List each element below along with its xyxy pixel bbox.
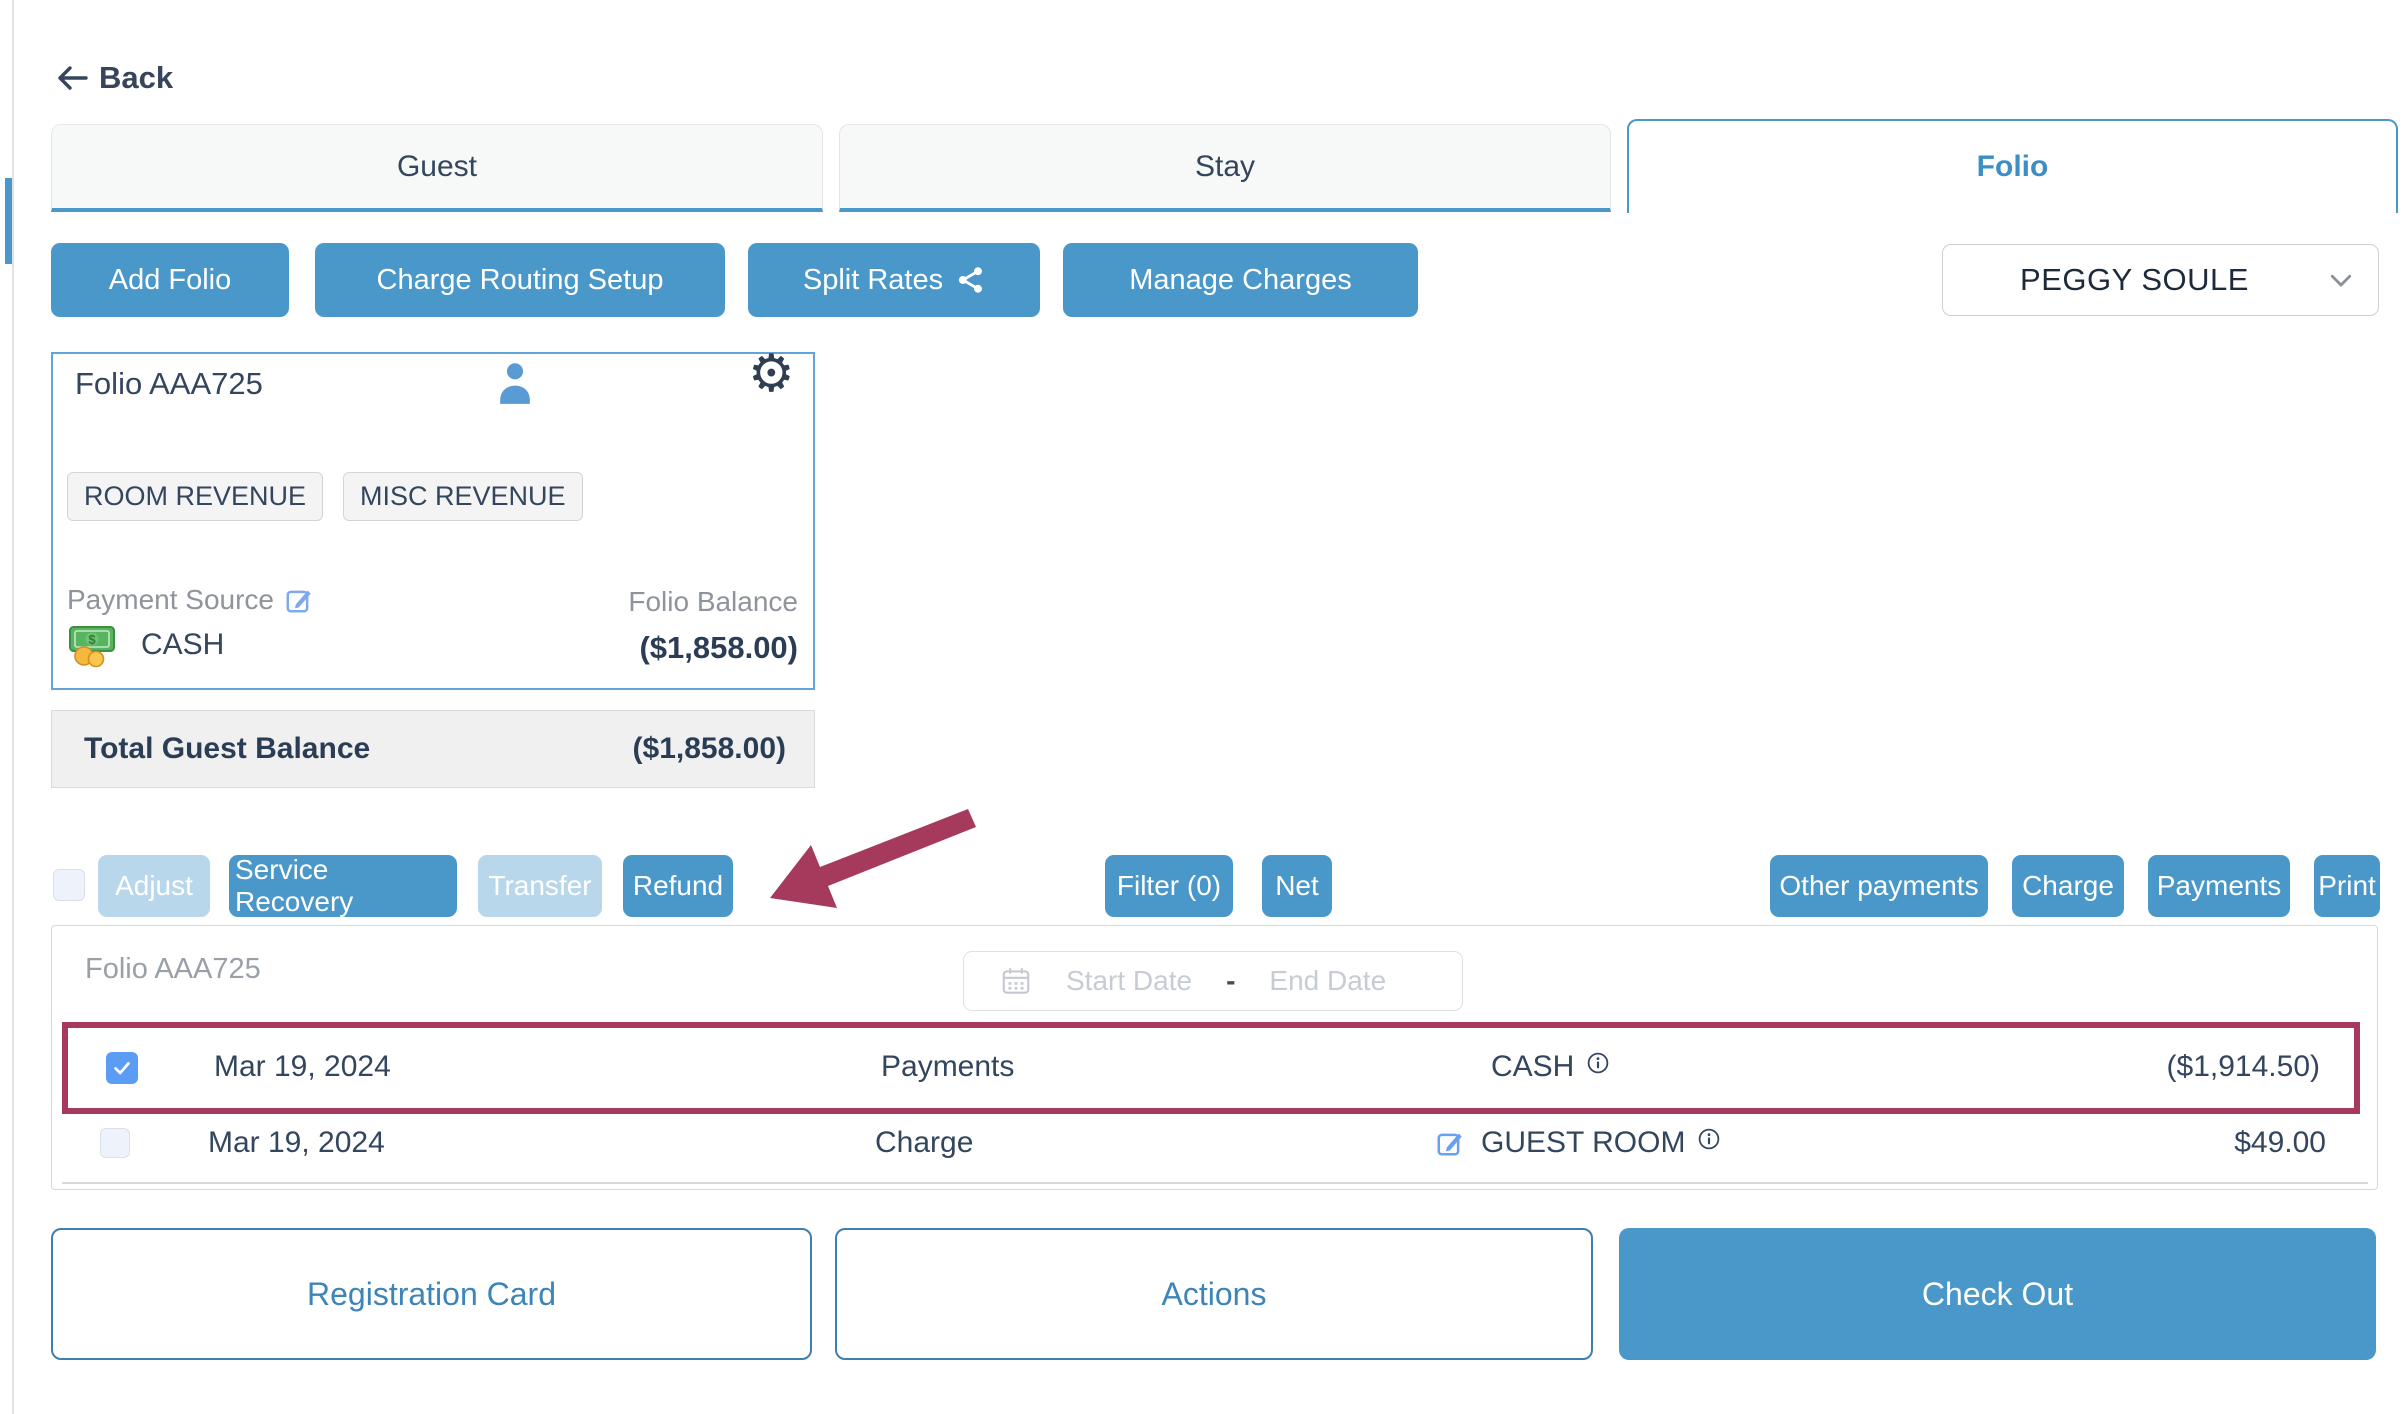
service-recovery-label: Service Recovery	[235, 854, 354, 917]
transfer-label: Transfer	[488, 870, 592, 901]
refund-label: Refund	[632, 870, 724, 901]
tab-stay-label: Stay	[1194, 149, 1256, 183]
date-range-input[interactable]: Start Date - End Date	[963, 951, 1463, 1011]
total-guest-balance-label: Total Guest Balance	[84, 732, 371, 765]
chevron-down-icon	[2326, 265, 2356, 295]
charge-routing-label: Charge Routing Setup	[376, 263, 664, 296]
payments-label: Payments	[2156, 870, 2282, 901]
ledger-row-charge[interactable]: Mar 19, 2024 Charge GUEST ROOM $49.00	[62, 1114, 2360, 1180]
edit-icon[interactable]	[1435, 1128, 1465, 1158]
date-range-separator: -	[1226, 965, 1236, 996]
svg-text:$: $	[88, 632, 96, 647]
charge-label: Charge	[2022, 870, 2114, 901]
revenue-badges: ROOM REVENUE MISC REVENUE	[67, 472, 583, 521]
row-description: GUEST ROOM	[1435, 1126, 1721, 1160]
payment-source-value: CASH	[141, 628, 225, 661]
payments-button[interactable]: Payments	[2148, 855, 2290, 917]
check-out-label: Check Out	[1921, 1275, 2074, 1312]
adjust-label: Adjust	[115, 870, 193, 901]
info-icon[interactable]	[1586, 1051, 1610, 1075]
tab-guest[interactable]: Guest	[51, 124, 823, 212]
tab-folio[interactable]: Folio	[1627, 119, 2398, 213]
person-icon	[494, 360, 536, 404]
row-description: CASH	[1491, 1050, 1610, 1084]
filter-button[interactable]: Filter (0)	[1105, 855, 1233, 917]
row-date: Mar 19, 2024	[214, 1050, 391, 1083]
row-checkbox-unchecked[interactable]	[100, 1128, 130, 1158]
row-description-text: CASH	[1491, 1050, 1575, 1083]
actions-button[interactable]: Actions	[835, 1228, 1593, 1360]
other-payments-button[interactable]: Other payments	[1770, 855, 1988, 917]
tab-guest-label: Guest	[396, 149, 478, 183]
payment-source-label: Payment Source	[67, 584, 274, 615]
back-label: Back	[99, 60, 174, 95]
split-rates-label: Split Rates	[802, 263, 944, 296]
row-date: Mar 19, 2024	[208, 1126, 385, 1159]
guest-selector[interactable]: PEGGY SOULE	[1942, 244, 2379, 316]
folio-card-title: Folio AAA725	[75, 366, 263, 401]
row-description-text: GUEST ROOM	[1481, 1126, 1686, 1159]
filter-label: Filter (0)	[1116, 870, 1222, 901]
badge-misc-revenue: MISC REVENUE	[343, 472, 583, 521]
registration-card-label: Registration Card	[307, 1275, 556, 1312]
select-all-checkbox[interactable]	[53, 869, 85, 901]
total-guest-balance-value: ($1,858.00)	[632, 732, 786, 765]
scrollbar-track[interactable]	[12, 0, 14, 1414]
info-icon[interactable]	[1697, 1127, 1721, 1151]
folio-balance-label: Folio Balance	[628, 586, 798, 617]
guest-selector-value: PEGGY SOULE	[2020, 262, 2249, 297]
actions-label: Actions	[1161, 1275, 1267, 1312]
print-label: Print	[2318, 870, 2376, 901]
manage-charges-label: Manage Charges	[1129, 263, 1352, 296]
print-button[interactable]: Print	[2314, 855, 2380, 917]
edit-icon[interactable]	[284, 585, 314, 615]
check-out-button[interactable]: Check Out	[1619, 1228, 2376, 1360]
badge-room-revenue: ROOM REVENUE	[67, 472, 324, 521]
row-amount: $49.00	[2234, 1126, 2326, 1159]
payment-source-label-row: Payment Source	[67, 584, 314, 616]
net-label: Net	[1275, 870, 1319, 901]
folio-balance-value: ($1,858.00)	[639, 630, 798, 665]
split-rates-button[interactable]: Split Rates	[748, 243, 1040, 317]
share-icon	[957, 266, 985, 294]
back-button[interactable]: Back	[55, 60, 173, 96]
start-date-placeholder: Start Date	[1066, 965, 1193, 996]
ledger-folio-label: Folio AAA725	[85, 953, 261, 985]
net-button[interactable]: Net	[1262, 855, 1332, 917]
cash-money-icon: $	[67, 622, 119, 668]
back-arrow-icon	[55, 63, 89, 93]
total-guest-balance-bar: Total Guest Balance ($1,858.00)	[51, 710, 815, 788]
annotation-arrow	[766, 798, 980, 920]
payment-source-value-row: $ CASH	[67, 622, 224, 668]
calendar-icon	[1000, 965, 1032, 997]
row-checkbox-checked[interactable]	[106, 1052, 138, 1084]
scrollbar-thumb[interactable]	[5, 178, 12, 264]
end-date-placeholder: End Date	[1269, 965, 1387, 996]
registration-card-button[interactable]: Registration Card	[51, 1228, 812, 1360]
refund-button[interactable]: Refund	[623, 855, 733, 917]
charge-routing-setup-button[interactable]: Charge Routing Setup	[315, 243, 725, 317]
manage-charges-button[interactable]: Manage Charges	[1063, 243, 1418, 317]
tab-folio-label: Folio	[1976, 150, 2049, 183]
service-recovery-button[interactable]: Service Recovery	[229, 854, 457, 917]
charge-button[interactable]: Charge	[2012, 855, 2124, 917]
ledger-row-payment-highlighted[interactable]: Mar 19, 2024 Payments CASH ($1,914.50)	[62, 1022, 2360, 1114]
row-divider	[62, 1182, 2368, 1184]
adjust-button[interactable]: Adjust	[98, 855, 210, 917]
row-type: Payments	[881, 1050, 1015, 1083]
transfer-button[interactable]: Transfer	[478, 855, 602, 917]
row-type: Charge	[875, 1126, 974, 1159]
add-folio-button[interactable]: Add Folio	[51, 243, 289, 317]
folio-card	[51, 352, 815, 690]
other-payments-label: Other payments	[1779, 870, 1979, 901]
tab-stay[interactable]: Stay	[839, 124, 1611, 212]
add-folio-label: Add Folio	[108, 263, 232, 296]
row-amount: ($1,914.50)	[2166, 1050, 2320, 1083]
gear-icon[interactable]: ⚙	[748, 345, 795, 403]
